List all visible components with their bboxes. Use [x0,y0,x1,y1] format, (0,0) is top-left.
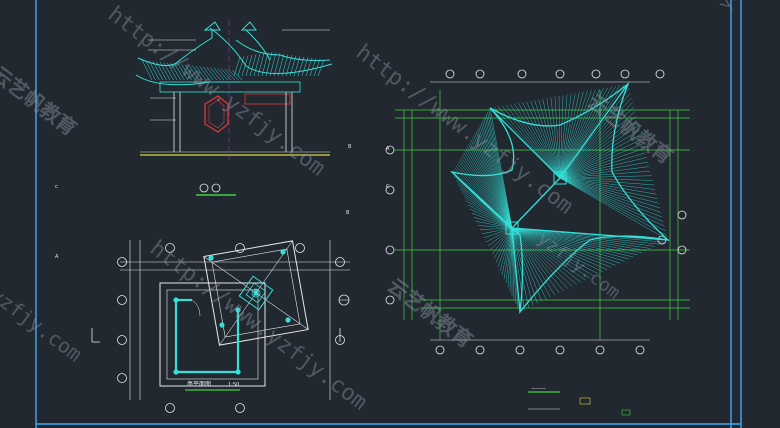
pavilion-floor-plan: 亭平面图 1:50 A B [55,210,350,413]
plan-scale-label: 1:50 [228,382,239,388]
axis-letter: B [346,210,350,216]
elevation-title [196,183,236,196]
pavilion-roof-plan: ——— A C [385,69,690,416]
axis-letter: A [386,146,390,152]
pavilion-elevation: c B [55,20,352,196]
axis-letter: A [55,254,59,260]
roof-plan-title: ——— [531,386,546,392]
sheet-frame [35,0,742,428]
axis-letter: B [348,144,352,150]
axis-letter: C [386,184,390,190]
plan-title-label: 亭平面图 [187,380,211,388]
axis-letter: c [55,184,58,190]
